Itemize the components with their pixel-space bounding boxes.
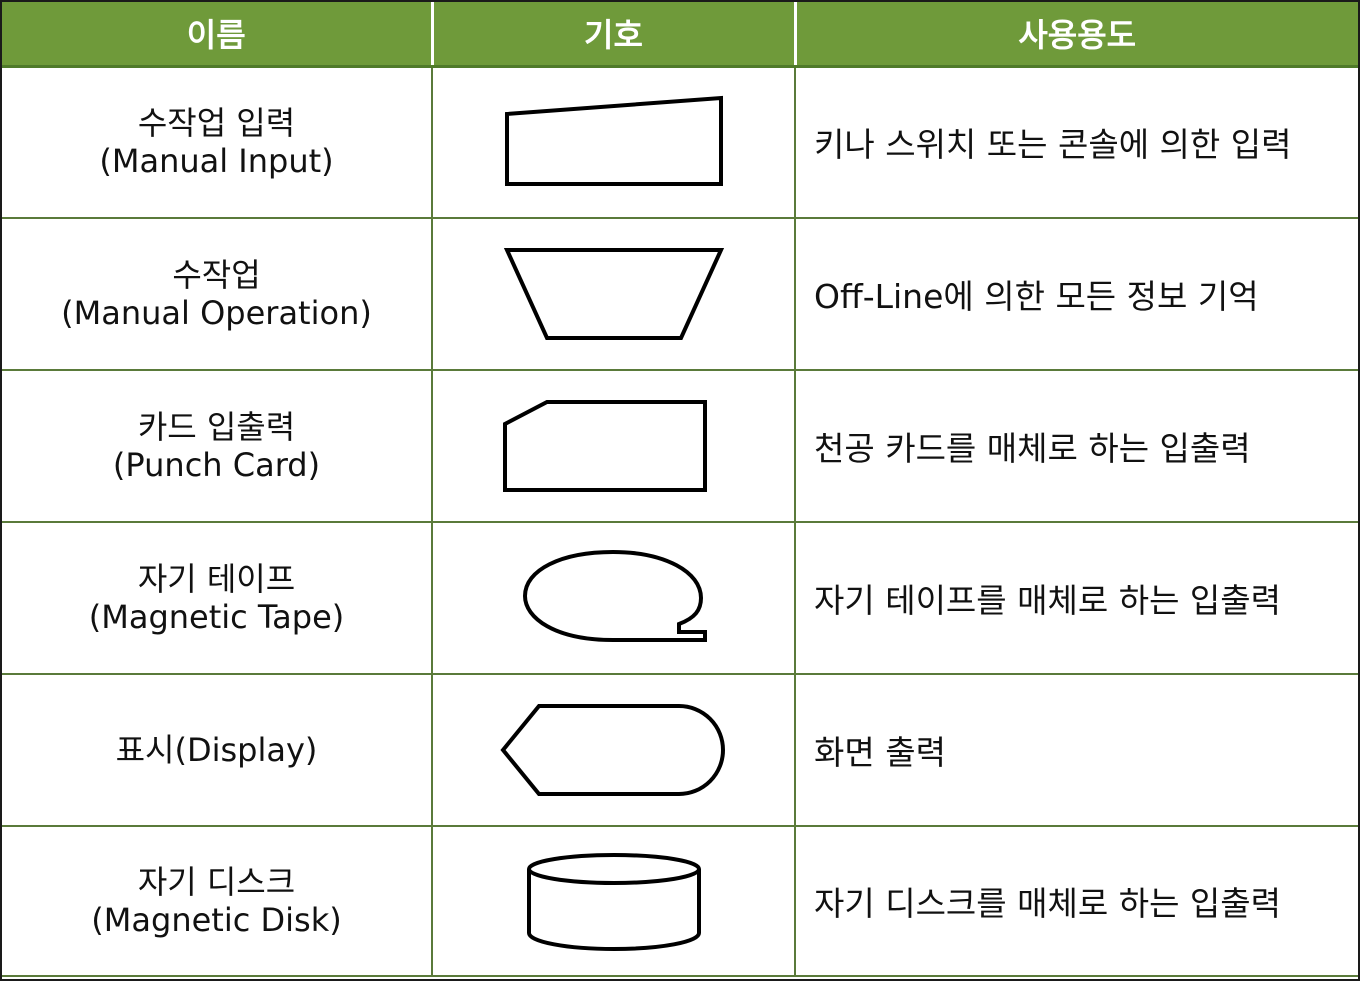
row-name-ko: 카드 입출력 <box>137 408 296 446</box>
header-symbol: 기호 <box>432 2 797 68</box>
header-usage: 사용용도 <box>795 2 1358 68</box>
display-symbol-icon <box>499 704 725 796</box>
row-symbol-cell <box>432 674 796 827</box>
table-row: 수작업 입력 (Manual Input) 키나 스위치 또는 콘솔에 의한 입… <box>2 66 1358 219</box>
row-name-ko: 수작업 입력 <box>137 104 296 143</box>
row-name-cell: 표시(Display) <box>2 674 433 827</box>
row-symbol-cell <box>432 218 796 371</box>
row-name-cell: 카드 입출력 (Punch Card) <box>2 370 433 523</box>
table-row: 수작업 (Manual Operation) Off-Line에 의한 모든 정… <box>2 218 1358 371</box>
row-name-ko: 수작업 <box>172 256 261 294</box>
row-name-en: (Punch Card) <box>112 446 321 484</box>
row-symbol-cell <box>432 66 796 219</box>
row-symbol-cell <box>432 370 796 523</box>
row-symbol-cell <box>432 826 796 977</box>
row-name-en: (Manual Input) <box>99 142 334 181</box>
row-usage-cell: Off-Line에 의한 모든 정보 기억 <box>795 218 1358 371</box>
row-name-ko: 자기 디스크 <box>137 863 296 901</box>
row-usage-cell: 키나 스위치 또는 콘솔에 의한 입력 <box>795 66 1358 219</box>
row-usage-cell: 천공 카드를 매체로 하는 입출력 <box>795 370 1358 523</box>
table-row: 표시(Display) 화면 출력 <box>2 674 1358 827</box>
manual-operation-symbol-icon <box>503 248 724 340</box>
row-name-cell: 자기 디스크 (Magnetic Disk) <box>2 826 433 977</box>
row-name-en: (Magnetic Tape) <box>88 598 345 636</box>
header-name: 이름 <box>2 2 434 68</box>
table-row: 카드 입출력 (Punch Card) 천공 카드를 매체로 하는 입출력 <box>2 370 1358 523</box>
table-row: 자기 디스크 (Magnetic Disk) 자기 디스크를 매체로 하는 입출… <box>2 826 1358 977</box>
row-symbol-cell <box>432 522 796 675</box>
row-usage-cell: 자기 테이프를 매체로 하는 입출력 <box>795 522 1358 675</box>
row-name-en: (Manual Operation) <box>61 294 372 332</box>
punch-card-symbol-icon <box>502 400 707 492</box>
row-name-cell: 수작업 (Manual Operation) <box>2 218 433 371</box>
row-name-cell: 수작업 입력 (Manual Input) <box>2 66 433 219</box>
row-name-ko: 자기 테이프 <box>137 560 296 598</box>
header-row: 이름 기호 사용용도 <box>2 2 1358 68</box>
row-name-cell: 자기 테이프 (Magnetic Tape) <box>2 522 433 675</box>
row-usage-cell: 자기 디스크를 매체로 하는 입출력 <box>795 826 1358 977</box>
row-name-en: (Magnetic Disk) <box>91 901 342 939</box>
table-row: 자기 테이프 (Magnetic Tape) 자기 테이프를 매체로 하는 입출… <box>2 522 1358 675</box>
magnetic-disk-symbol-icon <box>526 853 701 951</box>
manual-input-symbol-icon <box>504 96 723 187</box>
magnetic-tape-symbol-icon <box>522 549 707 642</box>
row-usage-cell: 화면 출력 <box>795 674 1358 827</box>
row-name-ko: 표시(Display) <box>115 731 318 769</box>
